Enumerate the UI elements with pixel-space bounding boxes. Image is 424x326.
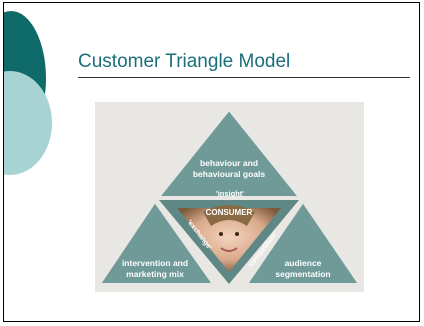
portrait-eye-left bbox=[219, 232, 223, 236]
right-triangle bbox=[245, 200, 361, 285]
center-label: CONSUMER bbox=[206, 208, 253, 217]
insight-label: 'insight' bbox=[216, 189, 244, 198]
title-underline bbox=[78, 77, 410, 78]
slide: Customer Triangle Model bbox=[3, 2, 420, 322]
top-triangle bbox=[156, 108, 302, 198]
portrait-smile bbox=[220, 247, 238, 252]
left-label-line2: marketing mix bbox=[126, 269, 184, 279]
portrait-hair bbox=[203, 205, 255, 226]
slide-title: Customer Triangle Model bbox=[78, 51, 291, 72]
top-label-line2: behavioural goals bbox=[193, 169, 266, 179]
portrait-eye-right bbox=[235, 232, 239, 236]
left-triangle bbox=[98, 200, 215, 285]
top-label-line1: behaviour and bbox=[200, 158, 258, 168]
right-label-line2: segmentation bbox=[275, 269, 330, 279]
triangle-svg: behaviour and behavioural goals 'insight… bbox=[95, 102, 364, 292]
right-label-line1: audience bbox=[285, 258, 322, 268]
consumer-portrait bbox=[177, 208, 281, 272]
customer-triangle-diagram: behaviour and behavioural goals 'insight… bbox=[95, 102, 364, 292]
left-label-line1: intervention and bbox=[122, 258, 188, 268]
